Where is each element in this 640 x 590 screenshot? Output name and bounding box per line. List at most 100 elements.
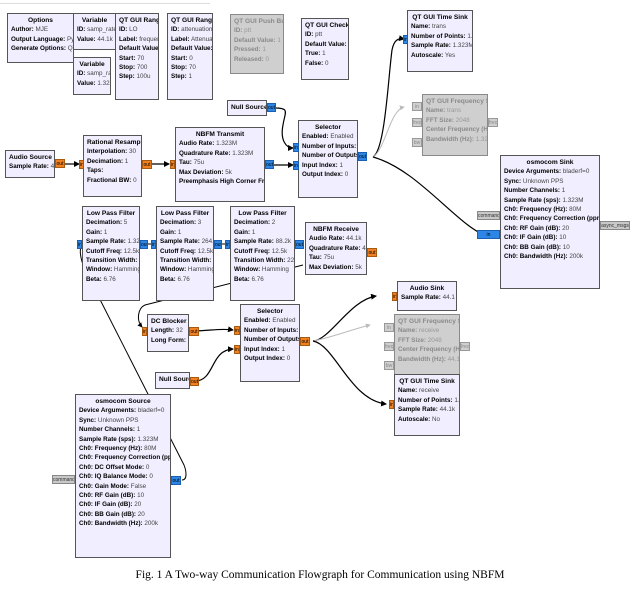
- block-param: Default Value: 10: [171, 44, 212, 53]
- param-label: Released:: [234, 55, 264, 63]
- block-param: Window: Hamming: [234, 265, 291, 274]
- port-audiosink-in[interactable]: in: [392, 292, 397, 301]
- param-label: Enabled:: [302, 133, 329, 141]
- port-nullsrc2-out[interactable]: out: [190, 377, 199, 386]
- param-value: 20: [137, 510, 145, 518]
- block-param: Sample Rate: 264.6k: [160, 237, 213, 246]
- port-lpf3-out[interactable]: out: [295, 240, 304, 249]
- port-nbfmrx-out[interactable]: out: [367, 248, 377, 257]
- block-null-source-1[interactable]: Null Source: [227, 100, 267, 116]
- port-lpf1-in[interactable]: in: [77, 240, 82, 249]
- param-label: Device Arguments:: [504, 168, 562, 176]
- port-osmosink-command[interactable]: command: [477, 211, 500, 220]
- block-param: Ch0: Frequency Correction (ppm): 100: [504, 214, 599, 223]
- param-value: 200k: [144, 520, 159, 528]
- block-param: Step: 100u: [119, 72, 155, 81]
- block-param: Name: receive: [398, 326, 456, 335]
- port-selector1-in1[interactable]: in1: [293, 161, 299, 170]
- param-label: Beta:: [86, 275, 102, 283]
- param-value: 1.323M: [137, 435, 159, 443]
- block-param: Pressed: 1: [234, 45, 280, 54]
- param-label: Sample Rate:: [401, 294, 441, 302]
- port-audiosrc-out[interactable]: out: [55, 159, 65, 168]
- param-label: Center Frequency (Hz):: [398, 346, 460, 354]
- param-label: Ch0: Bandwidth (Hz):: [504, 253, 568, 261]
- param-value: 0: [189, 54, 193, 62]
- port-timesink-recv-in[interactable]: in: [389, 400, 394, 409]
- param-value: 6.76: [251, 275, 264, 283]
- param-value: 6.76: [177, 275, 190, 283]
- block-param: Start: 70: [119, 54, 155, 63]
- port-selector2-in0[interactable]: in0: [234, 326, 240, 335]
- block-param: Input Index: 1: [244, 345, 296, 354]
- param-label: True:: [305, 50, 321, 58]
- param-label: Ch0: Frequency Correction (ppm):: [79, 454, 171, 462]
- block-param: Number Channels: 1: [79, 425, 167, 434]
- port-osmosink-in[interactable]: in: [477, 230, 500, 239]
- block-rational-resampler[interactable]: Rational ResamplerInterpolation: 30Decim…: [83, 135, 142, 197]
- port-osmosrc-command[interactable]: command: [52, 475, 75, 484]
- param-value: Unknown PPS: [522, 177, 564, 185]
- block-param: Quadrature Rate: 44.1k: [309, 244, 366, 253]
- block-param: Ch0: IF Gain (dB): 20: [79, 500, 167, 509]
- block-null-source-2[interactable]: Null Source: [155, 372, 190, 389]
- block-param: Beta: 6.76: [160, 275, 210, 284]
- port-lpf3-in[interactable]: in: [225, 240, 230, 249]
- port-selector1-out[interactable]: out: [358, 152, 367, 161]
- block-param: Ch0: Gain Mode: False: [79, 482, 167, 491]
- block-param: Number of Points: 1.024k: [411, 32, 472, 41]
- port-dcblocker-in[interactable]: in: [142, 327, 147, 336]
- param-value: samp_rate_0: [87, 26, 115, 34]
- port-resampler-in[interactable]: in: [79, 160, 84, 169]
- port-resampler-out[interactable]: out: [142, 160, 152, 169]
- port-lpf2-in[interactable]: in: [151, 240, 156, 249]
- port-freqsink-trans-bw: bw: [412, 138, 422, 147]
- port-timesink-trans-in[interactable]: in: [403, 35, 408, 44]
- port-dcblocker-out[interactable]: out: [189, 327, 199, 336]
- param-label: Number Channels:: [504, 187, 560, 195]
- block-param: Sync: Unknown PPS: [504, 177, 596, 186]
- block-param: Center Frequency (Hz): 0: [398, 345, 459, 354]
- port-osmosrc-out[interactable]: out: [171, 476, 181, 485]
- port-lpf2-out[interactable]: out: [214, 240, 222, 249]
- block-param: ID: ptt: [305, 30, 345, 39]
- param-label: Generate Options:: [11, 45, 66, 53]
- param-label: Name:: [398, 387, 418, 395]
- port-selector1-in0[interactable]: in0: [293, 143, 299, 152]
- port-lpf1-out[interactable]: out: [140, 240, 148, 249]
- block-title: Audio Source: [9, 154, 52, 161]
- port-nullsrc1-out[interactable]: out: [267, 103, 276, 112]
- block-title: QT GUI Range: [171, 17, 213, 24]
- port-nbfmtx-in[interactable]: in: [170, 160, 175, 169]
- port-selector2-out[interactable]: out: [300, 337, 310, 346]
- block-title: Null Source: [231, 104, 267, 111]
- param-label: Step:: [171, 73, 187, 81]
- param-label: Quadrature Rate:: [309, 244, 361, 252]
- port-nbfmtx-out[interactable]: out: [265, 160, 274, 169]
- port-selector2-in1[interactable]: in1: [234, 345, 240, 354]
- port-osmosink-async-msgs[interactable]: async_msgs: [600, 221, 630, 230]
